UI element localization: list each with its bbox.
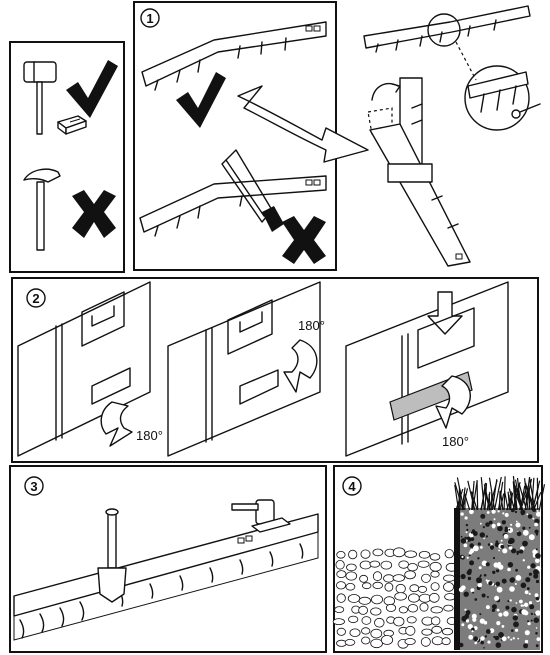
cross-icon	[72, 190, 116, 238]
step-3-panel: 3	[10, 466, 326, 652]
rotation-label-a: 180°	[136, 428, 163, 443]
step-1-number: 1	[146, 11, 153, 26]
step-4-number: 4	[348, 479, 356, 494]
rotation-label-b: 180°	[298, 318, 325, 333]
step-1-panel: 1	[134, 2, 368, 270]
grass-icon	[455, 476, 545, 510]
joint-stage-3: 180°	[346, 282, 508, 456]
spade-icon	[98, 509, 126, 602]
tool-panel	[10, 42, 124, 272]
curved-arrow-icon	[238, 86, 368, 162]
corner-bracket	[368, 78, 470, 266]
claw-hammer-icon	[24, 169, 60, 250]
step-2-panel: 2 180° 180°	[12, 278, 538, 462]
step-2-number: 2	[32, 291, 39, 306]
checkmark-icon	[176, 72, 226, 128]
step-3-number: 3	[30, 479, 37, 494]
bent-edging-strip	[142, 22, 326, 90]
edging-strip	[454, 508, 460, 650]
step-4-panel: 4	[333, 466, 544, 652]
joint-detail	[364, 6, 540, 266]
cross-icon	[282, 216, 326, 264]
joint-stage-2: 180°	[168, 282, 325, 456]
rotation-label-c: 180°	[442, 434, 469, 449]
joint-stage-1: 180°	[18, 282, 163, 456]
soil-area	[459, 508, 541, 650]
magnified-detail	[465, 66, 540, 130]
gravel-area	[333, 548, 457, 650]
checkmark-icon	[66, 60, 118, 118]
